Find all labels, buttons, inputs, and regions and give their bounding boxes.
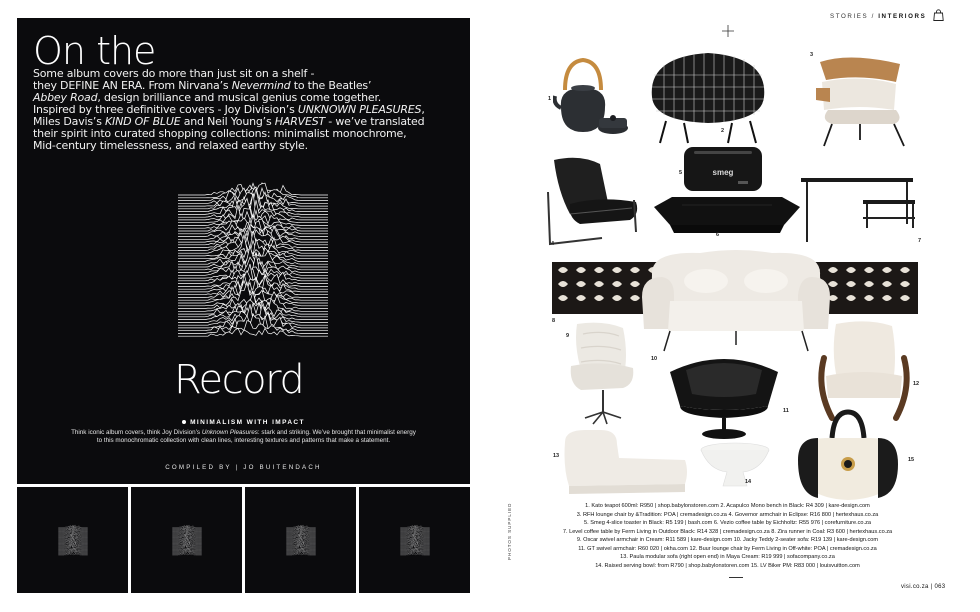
credit-line: 13. Paula modular sofa (right open end) … xyxy=(620,554,835,560)
album-thumbnail xyxy=(17,487,128,593)
section-breadcrumb: STORIES / INTERIORS xyxy=(830,13,927,20)
product-number-label: 11 xyxy=(783,408,789,414)
product-number-label: 9 xyxy=(566,333,570,339)
product-number-label: 14 xyxy=(745,479,752,485)
product-smeg-toaster-image: smeg xyxy=(684,147,762,191)
product-number-label: 13 xyxy=(553,453,560,459)
product-number-label: 12 xyxy=(913,381,920,387)
shopping-bag-icon xyxy=(933,9,944,21)
album-thumbnail xyxy=(245,487,356,593)
bullet-icon xyxy=(182,420,187,425)
album-thumbnail xyxy=(131,487,242,593)
product-number-label: 10 xyxy=(651,356,658,362)
product-credits-list: 1. Kato teapot 600ml: R950 | shop.babylo… xyxy=(540,502,915,570)
section-heading: MINIMALISM WITH IMPACT xyxy=(17,419,470,426)
intro-line: Some album covers do more than just sit … xyxy=(33,67,315,80)
product-number-label: 1 xyxy=(548,96,552,102)
product-buur-lounge-chair-image xyxy=(818,321,910,421)
compiled-by-credit: COMPILED BY | JO BUITENDACH xyxy=(165,464,322,471)
headline-on-the: On the xyxy=(33,29,156,73)
photos-credit: PHOTOS SUPPLIED xyxy=(507,502,512,560)
product-raised-serving-bowl-image xyxy=(700,442,770,487)
intro-paragraph: Some album covers do more than just sit … xyxy=(33,68,463,152)
product-number-label: 15 xyxy=(908,457,915,463)
headline-record: Record xyxy=(174,357,305,403)
product-number-label: 7 xyxy=(918,238,922,244)
credit-line: 11. GT swivel armchair: R60 020 | okha.c… xyxy=(578,545,877,552)
product-gt-swivel-armchair-image xyxy=(670,359,778,439)
intro-line: Abbey Road, design brilliance and musica… xyxy=(33,91,382,104)
product-acapulco-bench-image xyxy=(651,53,765,144)
product-number-label: 4 xyxy=(551,241,555,247)
product-governor-armchair-image xyxy=(547,157,638,246)
product-number-label: 5 xyxy=(679,170,683,176)
product-paula-modular-sofa-image xyxy=(564,430,687,494)
credit-line: 5. Smeg 4-slice toaster in Black: R5 199… xyxy=(584,520,871,526)
credit-line: 3. RFH lounge chair by &Tradition: POA |… xyxy=(576,511,879,518)
product-oscar-swivel-armchair-image xyxy=(570,322,634,425)
unknown-pleasures-waveform-image xyxy=(178,182,328,341)
bottom-divider xyxy=(729,577,743,578)
credit-line: 9. Oscar swivel armchair in Cream: R11 5… xyxy=(576,537,879,543)
credit-line: 14. Raised serving bowl: from R790 | sho… xyxy=(595,562,860,569)
product-number-label: 8 xyxy=(552,318,556,324)
product-jacky-teddy-sofa-image xyxy=(642,250,830,352)
section-text: Think iconic album covers, think Joy Div… xyxy=(71,429,416,445)
album-thumbnail xyxy=(359,487,470,593)
product-kato-teapot-image xyxy=(553,57,628,134)
credit-line: 7. Level coffee table by Ferm Living in … xyxy=(562,528,893,535)
product-level-coffee-table-image xyxy=(801,178,915,242)
product-number-label: 3 xyxy=(810,52,814,58)
credit-line: 1. Kato teapot 600ml: R950 | shop.babylo… xyxy=(585,503,870,509)
album-thumbnail-row xyxy=(17,487,470,593)
intro-line: their spirit into curated shopping colle… xyxy=(33,127,407,140)
intro-line: Inspired by three definitive covers - Jo… xyxy=(33,103,425,116)
plus-mark-icon xyxy=(722,25,734,37)
left-page-panel: On the Some album covers do more than ju… xyxy=(17,18,470,484)
product-vezio-coffee-table-image xyxy=(654,197,800,233)
product-number-label: 2 xyxy=(721,128,725,134)
page-folio: visi.co.za | 063 xyxy=(901,584,946,590)
svg-text:smeg: smeg xyxy=(713,168,734,177)
intro-line: Mid-century timelessness, and relaxed ea… xyxy=(33,139,308,152)
product-number-label: 6 xyxy=(716,232,720,238)
intro-line: they DEFINE AN ERA. From Nirvana’s Never… xyxy=(33,79,372,92)
intro-line: Miles Davis’s KIND OF BLUE and Neil Youn… xyxy=(33,115,425,128)
product-lv-biker-bag-image xyxy=(798,409,898,500)
product-rfh-lounge-chair-image xyxy=(816,57,905,147)
